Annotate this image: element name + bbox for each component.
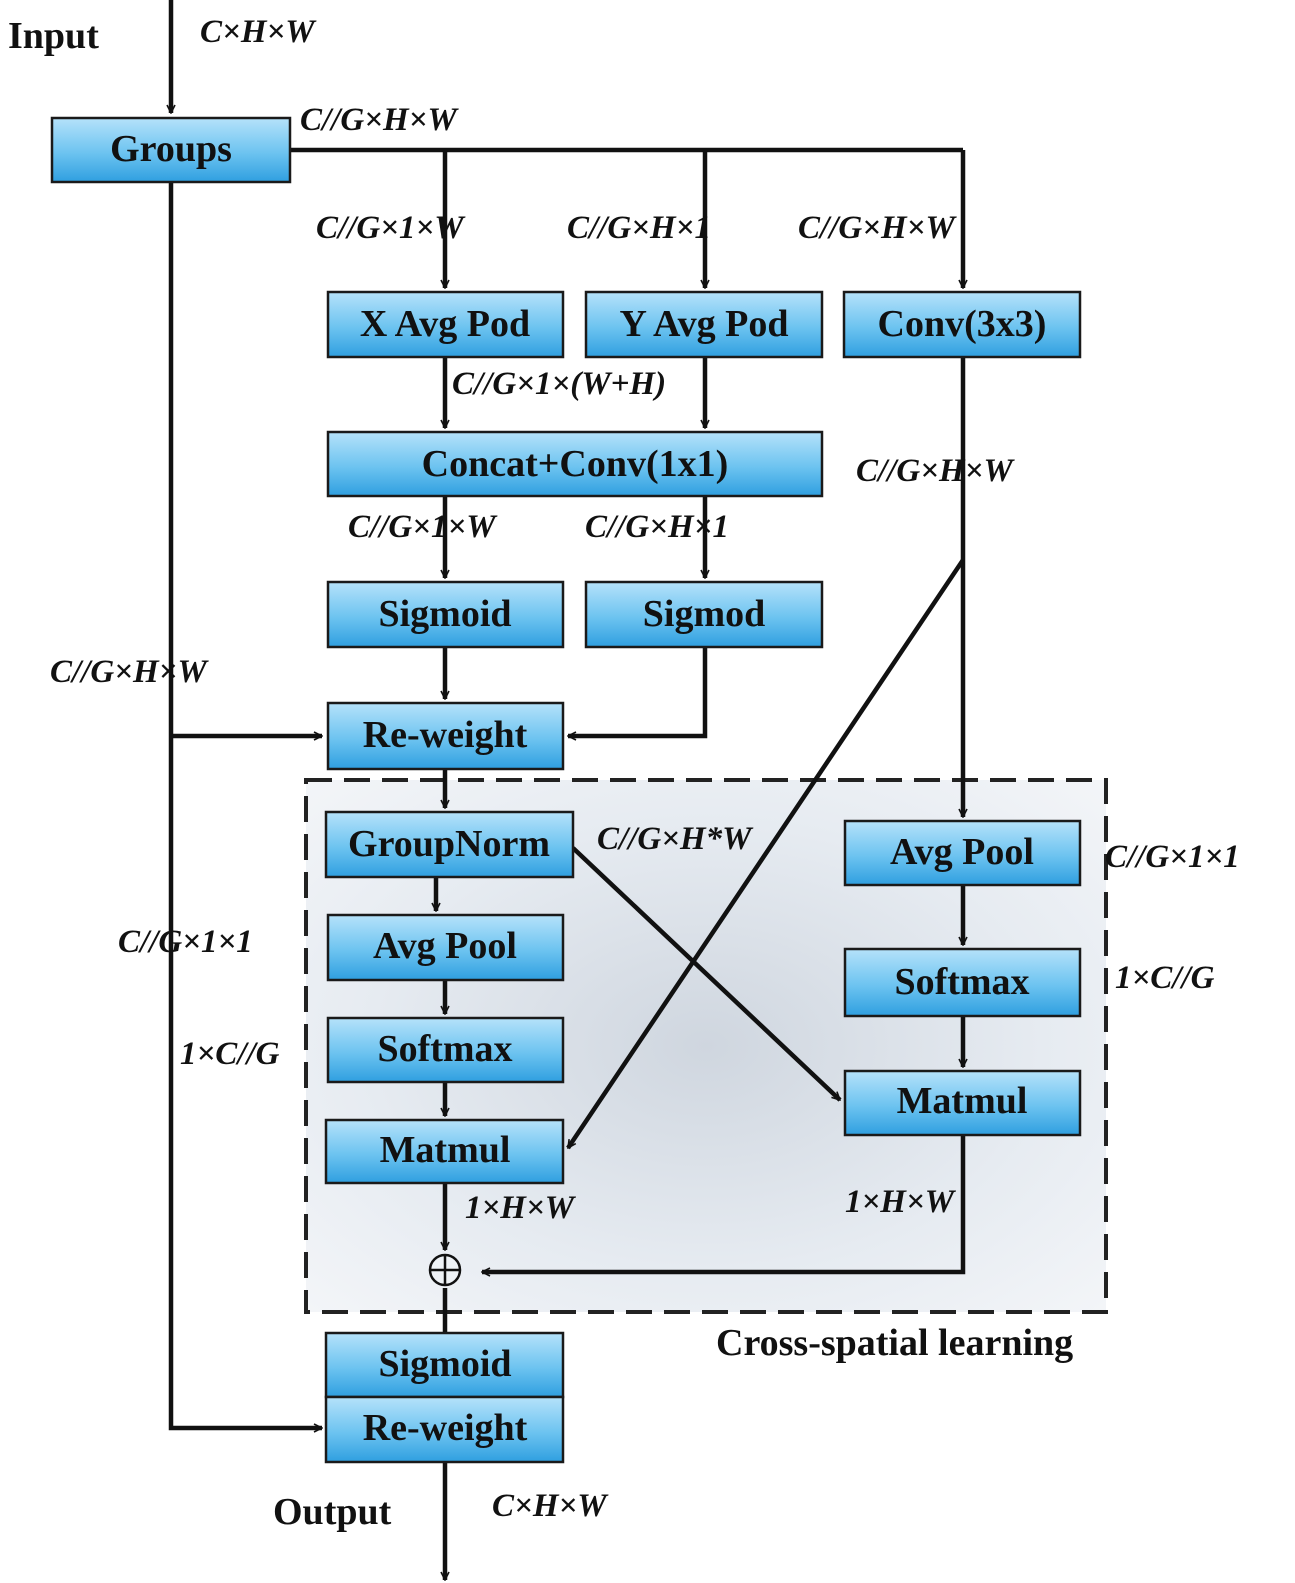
- matmul-right-block: Matmul: [843, 1069, 1082, 1137]
- input-label: Input: [8, 15, 99, 57]
- dim-sig-left-in: C//G×1×W: [348, 509, 498, 545]
- arrow-matmul-r-to-add: [482, 1135, 966, 1272]
- bypass-to-final-reweight: [168, 182, 322, 1428]
- region-label: Cross-spatial learning: [716, 1322, 1073, 1364]
- svg-text:Sigmoid: Sigmoid: [378, 1343, 511, 1385]
- output-label: Output: [273, 1491, 392, 1533]
- groups-block: Groups: [50, 116, 292, 184]
- groupnorm-block: GroupNorm: [324, 810, 575, 879]
- conv3x3-block: Conv(3x3): [842, 290, 1082, 359]
- dim-conv-out: C//G×H×W: [856, 453, 1015, 489]
- avgpool-left-block: Avg Pool: [326, 913, 565, 982]
- dim-bypass: C//G×H×W: [50, 654, 209, 690]
- dim-avgpool-left-in: C//G×1×1: [118, 924, 253, 960]
- dim-matmul-left-out: 1×H×W: [465, 1190, 577, 1226]
- dim-softmax-right-out: 1×C//G: [1115, 960, 1215, 996]
- arrow-groupnorm-to-matmul-right: [571, 846, 842, 1102]
- svg-text:Re-weight: Re-weight: [363, 714, 528, 756]
- dim-conv-in: C//G×H×W: [798, 210, 957, 246]
- sigmoid-right-block: Sigmod: [584, 580, 824, 649]
- svg-text:Re-weight: Re-weight: [363, 1407, 528, 1449]
- svg-text:Y Avg Pod: Y Avg Pod: [620, 303, 789, 345]
- connections: [171, 0, 963, 1580]
- dim-groupnorm-out: C//G×H*W: [597, 821, 754, 857]
- svg-text:Matmul: Matmul: [380, 1129, 511, 1171]
- sigmoid-bottom-block: Sigmoid: [324, 1331, 565, 1399]
- dim-softmax-left-in: 1×C//G: [180, 1036, 280, 1072]
- svg-text:Avg Pool: Avg Pool: [373, 925, 517, 967]
- reweight-bottom-block: Re-weight: [324, 1395, 565, 1464]
- svg-text:Sigmod: Sigmod: [643, 593, 765, 635]
- svg-text:Groups: Groups: [110, 128, 232, 170]
- sigmoid-left-block: Sigmoid: [326, 580, 565, 649]
- svg-text:Conv(3x3): Conv(3x3): [878, 303, 1047, 345]
- dim-avgpool-right-out: C//G×1×1: [1105, 839, 1240, 875]
- x-avg-pool-block: X Avg Pod: [326, 290, 565, 359]
- arrow-conv-to-matmul-left: [566, 558, 965, 1148]
- svg-text:X Avg Pod: X Avg Pod: [360, 303, 530, 345]
- matmul-left-block: Matmul: [324, 1118, 565, 1185]
- dim-matmul-right-out: 1×H×W: [845, 1184, 957, 1220]
- svg-text:GroupNorm: GroupNorm: [348, 823, 550, 865]
- softmax-right-block: Softmax: [843, 947, 1082, 1018]
- dim-sig-right-in: C//G×H×1: [585, 509, 729, 545]
- svg-text:Softmax: Softmax: [377, 1028, 512, 1070]
- dim-concat-in: C//G×1×(W+H): [452, 366, 666, 402]
- dim-input: C×H×W: [200, 14, 317, 50]
- svg-text:Avg Pool: Avg Pool: [890, 831, 1034, 873]
- dim-y-pool-in: C//G×H×1: [567, 210, 711, 246]
- svg-text:Softmax: Softmax: [894, 961, 1029, 1003]
- reweight-top-block: Re-weight: [326, 701, 565, 771]
- arrow-sigmod-to-reweight: [568, 647, 708, 736]
- dim-groups-out: C//G×H×W: [300, 102, 459, 138]
- add-node: [428, 1253, 462, 1287]
- svg-text:Concat+Conv(1x1): Concat+Conv(1x1): [422, 443, 729, 485]
- dim-output: C×H×W: [492, 1488, 609, 1524]
- avgpool-right-block: Avg Pool: [843, 819, 1082, 887]
- softmax-left-block: Softmax: [326, 1016, 565, 1084]
- svg-text:Matmul: Matmul: [897, 1080, 1028, 1122]
- dim-x-pool-in: C//G×1×W: [316, 210, 466, 246]
- concat-conv-block: Concat+Conv(1x1): [326, 430, 824, 498]
- y-avg-pool-block: Y Avg Pod: [584, 290, 824, 359]
- svg-text:Sigmoid: Sigmoid: [378, 593, 511, 635]
